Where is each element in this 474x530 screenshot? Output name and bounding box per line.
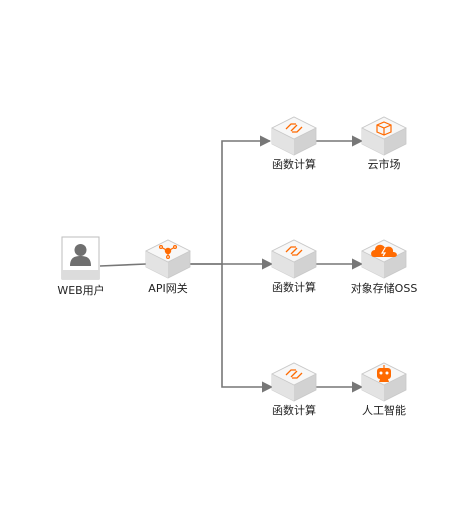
node-fc-top[interactable]: [271, 116, 317, 156]
label-fc-bottom: 函数计算: [272, 404, 316, 417]
function-compute-icon: [285, 123, 303, 133]
cube-shape: [271, 239, 317, 279]
function-compute-icon: [285, 369, 303, 379]
node-api-gateway[interactable]: [145, 239, 191, 279]
edge-gateway-to-fc-bottom: [221, 264, 274, 393]
function-compute-icon: [285, 246, 303, 256]
cube-shape: [361, 239, 407, 279]
label-ai: 人工智能: [362, 404, 406, 417]
cube-shape: [271, 362, 317, 402]
api-gateway-icon: [159, 245, 177, 259]
label-web-user: WEB用户: [57, 284, 105, 297]
cube-shape: [361, 116, 407, 156]
edges: [99, 135, 364, 393]
label-marketplace: 云市场: [367, 158, 401, 171]
edge-gateway-to-fc-top: [190, 135, 272, 265]
node-web-user[interactable]: [61, 236, 100, 280]
node-oss[interactable]: [361, 239, 407, 279]
robot-icon: [377, 365, 391, 382]
edge-user-to-gateway: [99, 263, 147, 267]
label-fc-middle: 函数计算: [272, 281, 316, 294]
node-fc-middle[interactable]: [271, 239, 317, 279]
node-ai[interactable]: [361, 362, 407, 402]
marketplace-box-icon: [376, 121, 392, 136]
cloud-storage-icon: [371, 244, 397, 257]
user-avatar-icon: [70, 244, 91, 266]
label-api-gateway: API网关: [148, 282, 188, 295]
node-marketplace[interactable]: [361, 116, 407, 156]
label-oss: 对象存储OSS: [350, 282, 418, 295]
node-fc-bottom[interactable]: [271, 362, 317, 402]
cube-shape: [145, 239, 191, 279]
cube-shape: [271, 116, 317, 156]
label-fc-top: 函数计算: [272, 158, 316, 171]
